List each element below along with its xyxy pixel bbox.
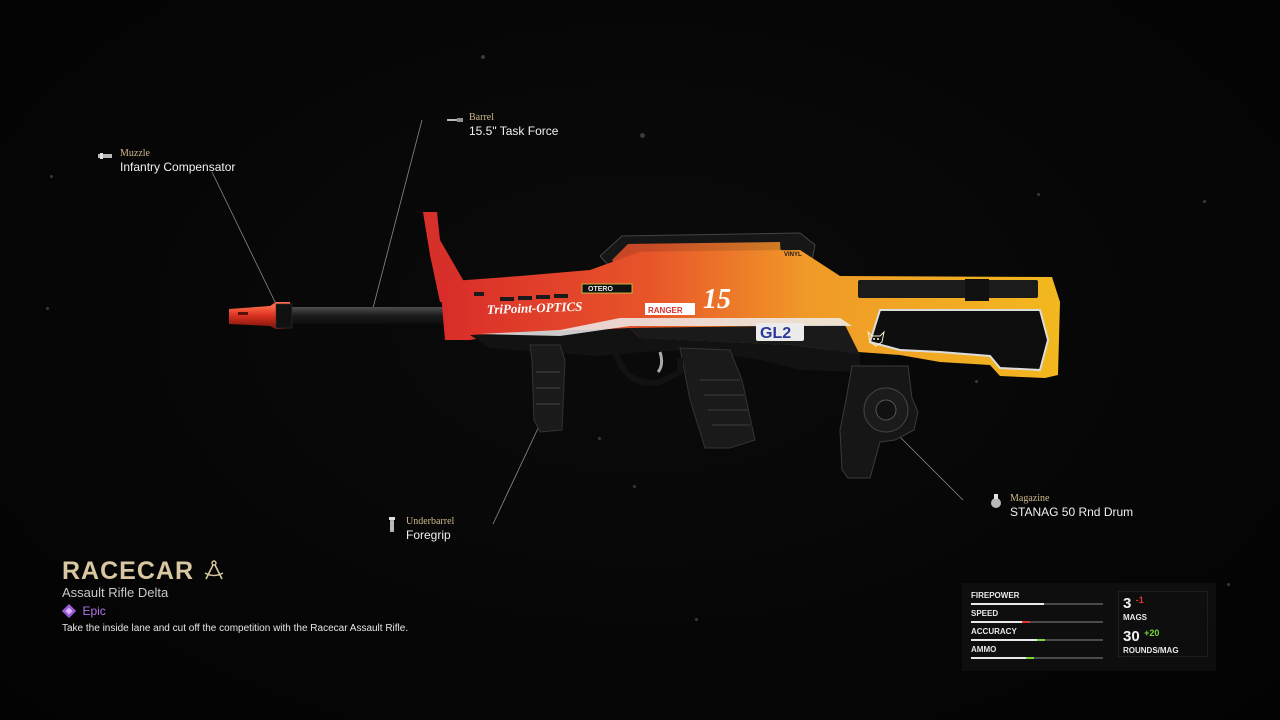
stat-firepower: FIREPOWER <box>971 591 1105 605</box>
dust-speck <box>1203 200 1206 203</box>
ranger-decal: RANGER <box>648 306 683 315</box>
magazine-category-label: Magazine <box>1010 493 1050 504</box>
stat-label: FIREPOWER <box>971 591 1020 600</box>
pistol-grip-part <box>679 347 756 449</box>
blueprint-compass-icon <box>205 560 224 580</box>
epic-rarity-icon <box>61 603 77 619</box>
dust-speck <box>975 380 978 383</box>
underbarrel-leader-line <box>492 421 542 525</box>
stat-label: AMMO <box>971 645 997 654</box>
weapon-info-panel: RACECAR Assault Rifle Delta Epic Take th… <box>61 557 442 635</box>
muzzle-attachment-name: Infantry Compensator <box>120 160 236 174</box>
magazine-attachment-name: STANAG 50 Rnd Drum <box>1010 505 1134 519</box>
mags-delta: -1 <box>1135 595 1144 605</box>
weapon-stats-panel: FIREPOWER SPEED ACCURACY AMMO <box>962 583 1216 671</box>
rounds-label: ROUNDS/MAG <box>1123 646 1179 655</box>
weapon-description: Take the inside lane and cut off the com… <box>62 623 409 635</box>
underbarrel-attachment-name: Foregrip <box>406 528 451 542</box>
dust-speck <box>633 485 636 488</box>
dust-speck <box>695 618 698 621</box>
dust-speck <box>1227 583 1230 586</box>
rarity-label: Epic <box>82 604 106 618</box>
barrel-part <box>290 307 450 324</box>
barrel-icon <box>447 118 463 122</box>
vinyl-decal: VINYL <box>784 252 802 258</box>
trigger-guard-part <box>612 349 683 386</box>
rarity-row: Epic <box>61 603 442 619</box>
front-sight-part <box>423 212 466 302</box>
rounds-per-mag: 30 +20 ROUNDS/MAG <box>1123 628 1179 655</box>
underbarrel-attachment-callout[interactable]: Underbarrel Foregrip <box>389 516 455 542</box>
magazine-attachment-callout[interactable]: Magazine STANAG 50 Rnd Drum <box>991 493 1134 519</box>
dust-speck <box>640 133 645 138</box>
barrel-leader-line <box>372 119 423 309</box>
drum-magazine-icon <box>991 494 1001 508</box>
gl2-decal: GL2 <box>760 325 791 342</box>
underbarrel-category-label: Underbarrel <box>406 516 455 527</box>
barrel-attachment-callout[interactable]: Barrel 15.5" Task Force <box>447 112 559 138</box>
stat-accuracy: ACCURACY <box>971 627 1105 641</box>
dust-speck <box>46 307 49 310</box>
magazine-leader-line <box>892 429 964 501</box>
dust-speck <box>1037 193 1040 196</box>
stat-bar <box>971 621 1103 623</box>
foregrip-icon <box>389 517 395 532</box>
barrel-category-label: Barrel <box>469 112 494 123</box>
muzzle-attachment-callout[interactable]: Muzzle Infantry Compensator <box>98 148 236 174</box>
stat-bar <box>971 603 1103 605</box>
weapon-name: RACECAR <box>62 557 194 585</box>
rounds-delta: +20 <box>1144 628 1160 638</box>
muzzle-icon <box>98 153 112 159</box>
stat-ammo: AMMO <box>971 645 1105 659</box>
dust-speck <box>481 55 485 59</box>
stat-bar <box>971 639 1103 641</box>
rounds-value: 30 <box>1123 628 1140 645</box>
muzzle-leader-line <box>211 171 277 305</box>
stat-bar <box>971 657 1103 659</box>
stat-label: ACCURACY <box>971 627 1017 636</box>
mags-value: 3 <box>1123 595 1132 612</box>
brand-decal: TriPoint-OPTICS <box>487 299 583 317</box>
trigger-part <box>656 351 664 373</box>
otero-decal: OTERO <box>588 286 613 293</box>
dust-speck <box>598 437 601 440</box>
stat-label: SPEED <box>971 609 999 618</box>
barrel-attachment-name: 15.5" Task Force <box>469 124 559 138</box>
number-decal: 15 <box>703 284 731 315</box>
weapon-class: Assault Rifle Delta <box>62 585 169 600</box>
dust-speck <box>50 175 53 178</box>
mags-count: 3 -1 MAGS <box>1123 595 1147 622</box>
stock-panel-part <box>868 309 1050 372</box>
mags-label: MAGS <box>1123 613 1147 622</box>
stat-speed: SPEED <box>971 609 1105 623</box>
skull-emblem-icon <box>867 330 885 347</box>
ammo-summary: 3 -1 MAGS 30 +20 ROUNDS/MAG <box>1118 591 1208 657</box>
muzzle-category-label: Muzzle <box>120 148 150 159</box>
